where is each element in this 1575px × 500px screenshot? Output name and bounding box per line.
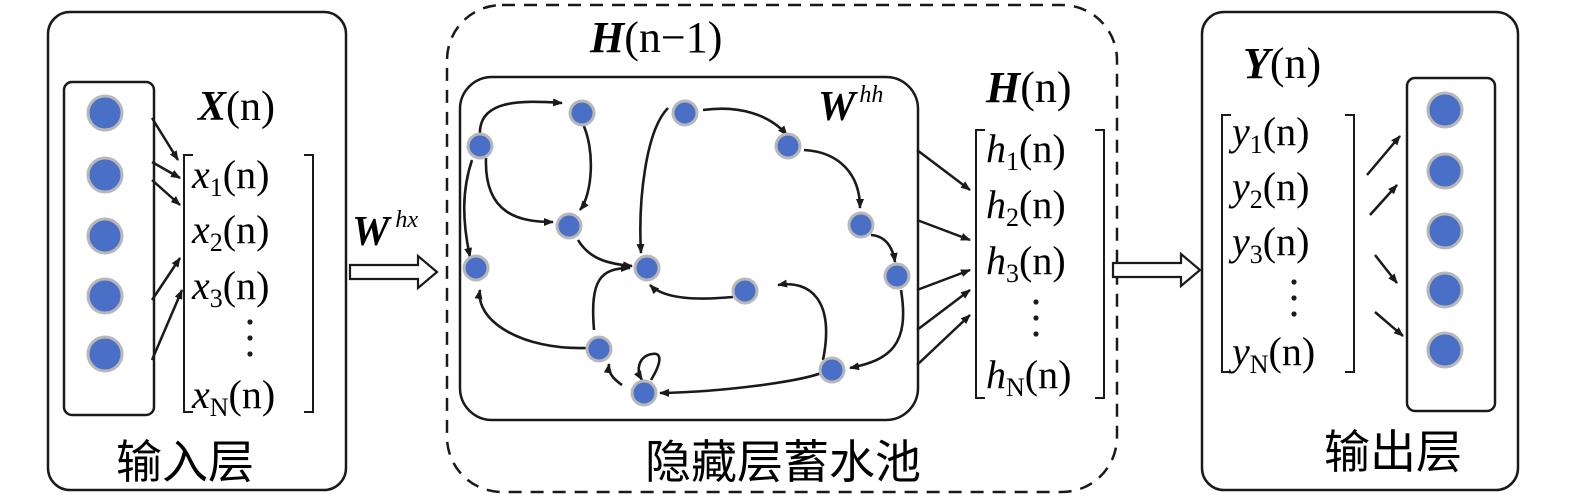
output-nodes (1426, 91, 1464, 369)
output-bracket-right (1345, 114, 1355, 373)
input-node (86, 217, 124, 255)
output-arrows (1366, 135, 1404, 337)
input-bracket-right (304, 154, 314, 413)
input-vector-entries: x1(n) x2(n) x3(n) xN(n) (191, 152, 275, 422)
state-entry: h2(n) (986, 182, 1066, 232)
reservoir-node (671, 99, 699, 127)
output-layer-label: 输出层 (1324, 425, 1462, 479)
reservoir-node (466, 132, 494, 160)
input-node-column (62, 80, 156, 417)
prev-state-label: H(n−1) (589, 13, 722, 62)
input-node (86, 156, 124, 194)
input-entry: x2(n) (191, 207, 269, 257)
output-vector-entries: y1(n) y2(n) y3(n) yN(n) (1228, 109, 1315, 379)
input-entry: x1(n) (191, 152, 269, 202)
output-entry: y2(n) (1228, 164, 1309, 214)
input-entry: xN(n) (191, 372, 275, 422)
hidden-layer-label: 隐藏层蓄水池 (645, 435, 921, 489)
output-entry: y1(n) (1228, 109, 1309, 159)
output-node (1426, 152, 1464, 190)
input-arrows (150, 117, 184, 361)
reservoir-connections (462, 98, 905, 397)
reservoir-node (847, 211, 875, 239)
output-bracket-left (1221, 114, 1231, 373)
input-vector-title: X(n) (196, 84, 275, 130)
reservoir-node (555, 212, 583, 240)
reservoir-node (883, 262, 911, 290)
state-arrows (916, 149, 971, 366)
hollow-arrow-hidden-output (1111, 251, 1202, 289)
reservoir-node (633, 254, 661, 282)
reservoir-node (585, 335, 613, 363)
state-ellipsis (1033, 299, 1039, 337)
reservoir-node (568, 99, 596, 127)
reservoir-nodes (462, 99, 911, 407)
output-entry: yN(n) (1228, 329, 1315, 379)
state-entry: h3(n) (986, 238, 1066, 288)
input-nodes (86, 94, 124, 373)
output-node-column (1405, 76, 1497, 413)
reservoir-node (774, 132, 802, 160)
output-node (1426, 271, 1464, 309)
output-layer-box (1200, 10, 1520, 492)
state-bracket-right (1095, 129, 1105, 399)
output-node (1426, 212, 1464, 250)
state-entry: hN(n) (986, 352, 1071, 402)
reservoir-node (630, 379, 658, 407)
input-bracket-left (183, 154, 193, 413)
reservoir-node (731, 277, 759, 305)
reservoir-dashed-boundary (445, 3, 1119, 494)
reservoir-node (462, 254, 490, 282)
output-node (1426, 91, 1464, 129)
output-vector-title: Y(n) (1243, 39, 1321, 88)
state-vector-entries: h1(n) h2(n) h3(n) hN(n) (986, 126, 1071, 402)
input-node (86, 94, 124, 132)
hidden-state-title: H(n) (985, 63, 1072, 112)
output-node (1426, 331, 1464, 369)
reservoir-node (818, 356, 846, 384)
reservoir-box (458, 75, 920, 422)
input-node (86, 277, 124, 315)
hollow-arrow-input-hidden (348, 253, 439, 291)
input-entry: x3(n) (191, 263, 269, 313)
input-ellipsis (247, 319, 253, 357)
input-layer-label: 输入层 (116, 435, 254, 489)
state-entry: h1(n) (986, 126, 1066, 176)
state-bracket-left (975, 129, 985, 399)
output-ellipsis (1291, 279, 1297, 317)
output-entry: y3(n) (1228, 219, 1309, 269)
input-node (86, 335, 124, 373)
input-layer-box (46, 10, 348, 492)
